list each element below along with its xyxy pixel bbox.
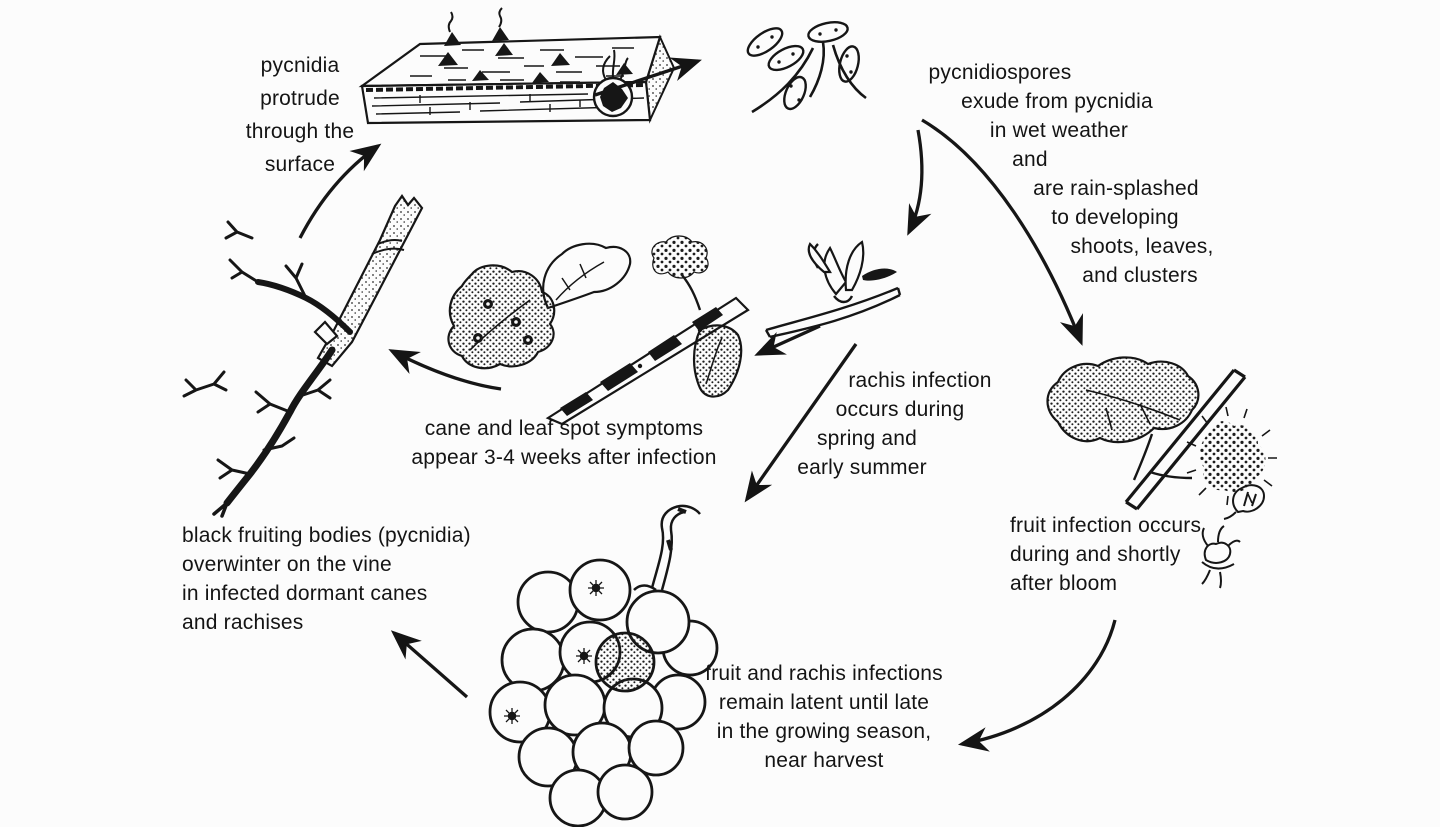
- label-line: overwinter on the vine: [182, 553, 392, 576]
- arrow-spores-to-shoot: [907, 129, 932, 236]
- arrow-cane-to-pycnidia: [298, 143, 382, 239]
- label-line: during and shortly: [1010, 543, 1181, 566]
- label-line: spring and: [816, 427, 918, 450]
- arrow-shoot-to-grapes: [744, 343, 858, 503]
- grape-cluster-illustration: [488, 504, 719, 827]
- label-line: and clusters: [1082, 264, 1198, 287]
- label-line: after bloom: [1010, 572, 1118, 595]
- arrow-spores-to-cluster: [921, 118, 1083, 346]
- label-line: protrude: [260, 87, 340, 110]
- label-rachis-infection: rachis infection occurs during spring an…: [770, 366, 1010, 482]
- label-line: pycnidiospores: [928, 61, 1072, 84]
- label-line: rachis infection: [848, 369, 992, 392]
- label-line: in infected dormant canes: [182, 582, 428, 605]
- label-line: in wet weather: [989, 119, 1129, 142]
- label-line: cane and leaf spot symptoms: [424, 417, 704, 440]
- label-line: occurs during: [835, 398, 965, 421]
- label-line: are rain-splashed: [1033, 177, 1199, 200]
- label-line: to developing: [1051, 206, 1179, 229]
- label-line: surface: [264, 153, 336, 176]
- label-line: early summer: [797, 456, 927, 479]
- infected-wood-block-illustration: [358, 7, 676, 125]
- arrow-symptoms-to-cane: [388, 349, 502, 391]
- label-symptoms: cane and leaf spot symptoms appear 3-4 w…: [400, 414, 728, 472]
- dormant-cane-rachis-illustration: [182, 194, 424, 518]
- label-pycnidiospores: pycnidiospores exude from pycnidia in we…: [905, 58, 1235, 290]
- label-line: fruit and rachis infections: [705, 662, 943, 685]
- label-pycnidia-surface: pycnidia protrude through the surface: [205, 49, 395, 181]
- arrow-shoot-to-symptoms: [754, 324, 821, 356]
- arrow-block-to-spores: [594, 57, 702, 97]
- label-line: in the growing season,: [716, 720, 932, 743]
- emerging-shoot-illustration: [764, 240, 902, 339]
- pycnidiospores-illustration: [746, 21, 867, 114]
- label-line: exude from pycnidia: [961, 90, 1153, 113]
- label-line: and rachises: [182, 611, 304, 634]
- label-line: shoots, leaves,: [1070, 235, 1214, 258]
- label-line: near harvest: [764, 749, 884, 772]
- arrow-grapes-to-overwinter: [390, 630, 469, 699]
- label-overwinter: black fruiting bodies (pycnidia) overwin…: [182, 521, 512, 637]
- flower-details-illustration: [1201, 484, 1266, 589]
- label-line: fruit infection occurs: [1010, 514, 1202, 537]
- label-line: and: [1012, 148, 1048, 171]
- arrow-bloom-to-harvest: [957, 619, 1117, 752]
- label-line: black fruiting bodies (pycnidia): [182, 524, 471, 547]
- label-line: appear 3-4 weeks after infection: [411, 446, 717, 469]
- label-line: through the: [245, 120, 355, 143]
- label-line: pycnidia: [260, 54, 340, 77]
- label-latent-infections: fruit and rachis infections remain laten…: [690, 659, 958, 775]
- shoot-leaf-cluster-illustration: [1046, 356, 1277, 511]
- label-line: remain latent until late: [718, 691, 930, 714]
- label-fruit-infection: fruit infection occurs during and shortl…: [1010, 511, 1250, 598]
- cane-leaf-spot-illustration: [447, 235, 750, 426]
